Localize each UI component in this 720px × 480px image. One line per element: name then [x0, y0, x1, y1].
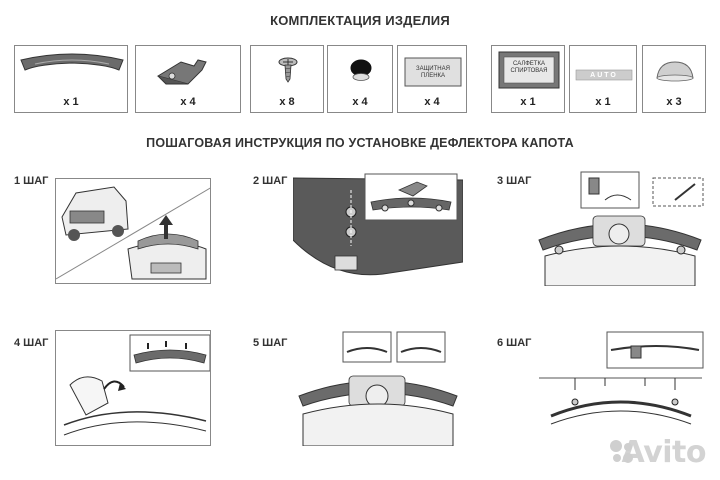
press-icon	[298, 331, 458, 446]
kit-qty: x 4	[424, 96, 440, 108]
kit-title: КОМПЛЕКТАЦИЯ ИЗДЕЛИЯ	[270, 13, 450, 28]
fitting-icon	[538, 171, 704, 286]
step-5-illustration	[293, 330, 463, 446]
step-1-label: 1 ШАГ	[14, 175, 49, 187]
screw-icon	[278, 57, 298, 83]
kit-qty: x 1	[63, 96, 79, 108]
protective-film-icon	[404, 57, 462, 87]
step-2-illustration	[293, 170, 463, 286]
step-4-label: 4 ШАГ	[14, 337, 49, 349]
kit-qty: x 3	[666, 96, 682, 108]
step-3-illustration	[535, 170, 706, 286]
deflector-icon	[20, 53, 124, 71]
hand-install-icon	[63, 334, 210, 436]
kit-qty: x 4	[180, 96, 196, 108]
kit-item-deflector: x 1	[14, 45, 128, 113]
mounting-clip-icon	[156, 59, 207, 85]
step-1-illustration	[55, 178, 211, 284]
step-3-label: 3 ШАГ	[497, 175, 532, 187]
avito-logo-icon	[610, 440, 633, 463]
kit-qty: x 4	[352, 96, 368, 108]
kit-item-clip: x 4	[135, 45, 241, 113]
kit-item-washer: x 4	[327, 45, 393, 113]
kit-qty: x 1	[520, 96, 536, 108]
step-6-illustration	[535, 330, 706, 446]
watermark-text: Avito	[621, 435, 707, 470]
steps-title: ПОШАГОВАЯ ИНСТРУКЦИЯ ПО УСТАНОВКЕ ДЕФЛЕК…	[146, 136, 574, 150]
clip-mount-icon	[293, 173, 463, 276]
kit-qty: x 1	[595, 96, 611, 108]
final-check-icon	[539, 331, 704, 425]
film-label: ЗАЩИТНАЯ ПЛЕНКА	[416, 66, 450, 79]
bumper-pad-icon	[656, 61, 694, 82]
step-4-illustration	[55, 330, 211, 446]
kit-item-film: ЗАЩИТНАЯ ПЛЕНКА x 4	[397, 45, 467, 113]
kit-item-screw: x 8	[250, 45, 324, 113]
kit-item-wipe: САЛФЕТКА СПИРТОВАЯ x 1	[491, 45, 565, 113]
alcohol-wipe-icon	[498, 51, 560, 89]
kit-qty: x 8	[279, 96, 295, 108]
kit-item-sticker: AUTO x 1	[569, 45, 637, 113]
car-hood-icon	[56, 186, 210, 280]
step-5-label: 5 ШАГ	[253, 337, 288, 349]
wipe-label: САЛФЕТКА СПИРТОВАЯ	[510, 61, 548, 74]
rubber-washer-icon	[350, 59, 372, 81]
step-2-label: 2 ШАГ	[253, 175, 288, 187]
sticker-label: AUTO	[590, 72, 618, 79]
step-6-label: 6 ШАГ	[497, 337, 532, 349]
kit-item-pad: x 3	[642, 45, 706, 113]
logo-sticker-icon	[575, 69, 633, 81]
